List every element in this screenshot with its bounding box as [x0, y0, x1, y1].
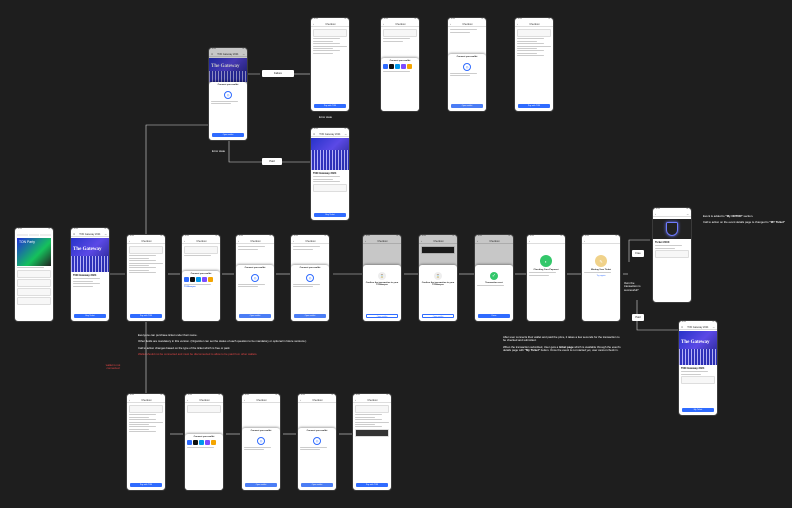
- note-event-added: Event is added to "My ONTON" section. Ca…: [703, 214, 786, 225]
- open-wallet-main-2[interactable]: Open wallet: [294, 314, 326, 318]
- screen-error-checkout: 9:41▪▪ ‹Checkout Pay with TON: [310, 17, 350, 112]
- pay-button-b2[interactable]: Pay with TON: [356, 483, 388, 487]
- screen-qr-main-2: 9:41▪▪ ‹Checkout Connect your wallet ◎ O…: [290, 234, 330, 322]
- screen-checking: 9:41▪▪ ‹ ◐ Checking Your Payment: [526, 234, 566, 322]
- screen-checkout-b2: 9:41▪▪ ‹Checkout Pay with TON: [352, 393, 392, 491]
- buy-ticket-button[interactable]: Buy Ticket: [314, 213, 346, 217]
- note-purchase: Everyone can purchase ticket under their…: [138, 333, 307, 357]
- note-wallet-not-connected: wallet is not connected: [105, 363, 121, 371]
- branch-free: Free: [632, 250, 644, 257]
- note-transaction: After user connects their wallet and pai…: [503, 335, 621, 353]
- screen-wallet-qr: 9:41▪▪ ‹Checkout Connect your wallet ◎ O…: [447, 17, 487, 112]
- screen-checkout-b: 9:41▪▪ ‹Checkout Pay with TON: [126, 393, 166, 491]
- screen-connect-wallet-main: 9:41▪▪ ‹Checkout Connect your wallet TON…: [181, 234, 221, 322]
- screen-connect-wallet: 9:41▪▪ ‹Checkout Connect your wallet: [380, 17, 420, 112]
- done-button[interactable]: Done: [478, 314, 510, 318]
- screen-qr-b2: 9:41▪▪ ‹Checkout Connect your wallet ◎ O…: [297, 393, 337, 491]
- pay-button[interactable]: Pay with TON: [314, 104, 346, 108]
- screen-nft-ticket: 9:41▪▪ ‹⋯ Ticket #0XX: [652, 207, 692, 303]
- screen-event-my-ticket: 9:41▪▪ ✕TON Gateway 2024⋯ The Gateway TO…: [678, 320, 718, 416]
- open-wallet-main[interactable]: Open wallet: [239, 314, 271, 318]
- screen-home: 9:41▪▪ TON Party: [14, 227, 54, 322]
- pay-button-2[interactable]: Pay with TON: [518, 104, 550, 108]
- pay-button-main[interactable]: Pay with TON: [130, 314, 162, 318]
- screen-qr-b: 9:41▪▪ ‹Checkout Connect your wallet ◎ O…: [241, 393, 281, 491]
- error-label: Error state: [212, 149, 226, 153]
- screen-checkout: 9:41▪▪ ‹Checkout Pay with TON: [126, 234, 166, 322]
- screen-connect-b: 9:41▪▪ ‹Checkout Connect your wallet: [184, 393, 224, 491]
- open-wallet-b[interactable]: Open wallet: [245, 483, 277, 487]
- my-ticket-button[interactable]: My Ticket: [682, 408, 714, 412]
- screen-event-sheet: 9:41▪▪ ✕TON Gateway 2024⋯ The Gateway Co…: [208, 47, 248, 141]
- open-wallet-b2[interactable]: Open wallet: [301, 483, 333, 487]
- open-wallet-confirm-2[interactable]: Open wallet: [422, 314, 454, 318]
- screen-confirm-1: 9:41▪▪ ‹Checkout ⌛ Confirm the transacti…: [362, 234, 402, 322]
- screen-qr-main: 9:41▪▪ ‹Checkout Connect your wallet ◎ O…: [235, 234, 275, 322]
- screen-minting: 9:41▪▪ ‹ ✎ Minting Your Ticket Try again: [581, 234, 621, 322]
- open-wallet-button[interactable]: Open wallet: [212, 133, 244, 137]
- open-wallet-button-2[interactable]: Open wallet: [451, 104, 483, 108]
- screen-tx-sent: 9:41▪▪ ‹Checkout ✓ Transaction sent Done: [474, 234, 514, 322]
- branch-paid-2: Paid: [632, 314, 644, 321]
- error-state-label: Error state: [319, 115, 333, 119]
- branch-paid: Paid: [262, 158, 282, 165]
- open-wallet-confirm[interactable]: Open wallet: [366, 314, 398, 318]
- screen-event-paid: 9:41▪▪ ✕TON Gateway 2024⋯ TON Gateway 20…: [310, 127, 350, 221]
- branch-nft-question: Own the transaction is successful?: [624, 281, 641, 292]
- screen-event-detail: 9:41▪▪ ✕TON Gateway 2024⋯ The Gateway TO…: [70, 227, 110, 322]
- screen-confirm-2: 9:41▪▪ ‹Checkout ⌛ Confirm the transacti…: [418, 234, 458, 322]
- pay-button-b[interactable]: Pay with TON: [130, 483, 162, 487]
- screen-checkout-connected: 9:41▪▪ ‹Checkout Pay with TON: [514, 17, 554, 112]
- buy-ticket-button-main[interactable]: Buy Ticket: [74, 314, 106, 318]
- branch-failure: Failure: [262, 70, 294, 77]
